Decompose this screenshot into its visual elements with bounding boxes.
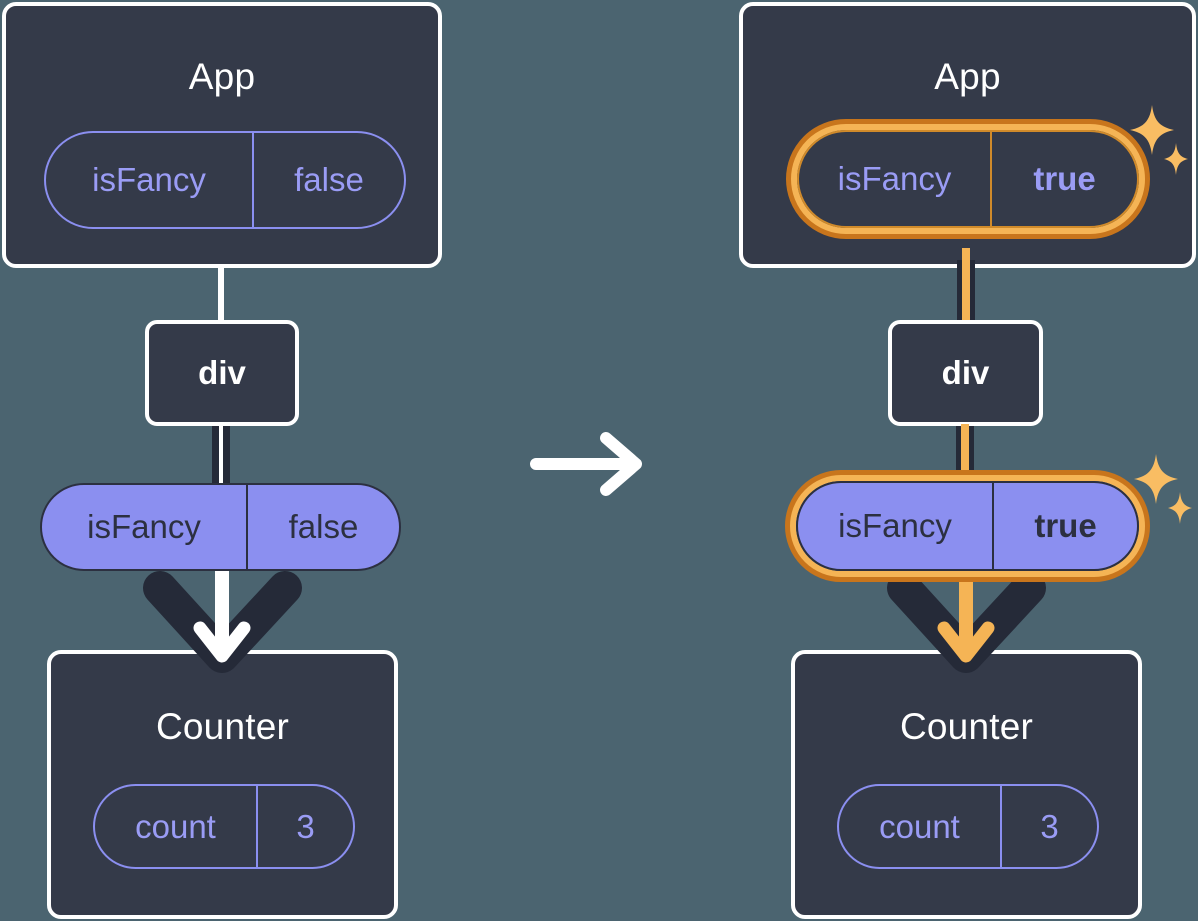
prop-key-left: isFancy: [42, 485, 248, 569]
app-component-box-left: App isFancy false: [2, 2, 442, 268]
app-title-right: App: [934, 56, 1001, 97]
connector-app-to-div-left: [218, 264, 224, 324]
counter-key-left: count: [95, 786, 258, 867]
highlight-ring-inner-2: [790, 475, 1145, 577]
counter-component-box-left: Counter count 3: [47, 650, 398, 919]
connector-app-to-div-highlight-right: [962, 248, 970, 326]
state-key-left: isFancy: [46, 133, 254, 227]
counter-title-right: Counter: [899, 706, 1034, 747]
highlight-ring-inner: [791, 124, 1145, 234]
counter-value-left: 3: [296, 807, 315, 845]
app-state-pill-left: isFancy false: [44, 131, 406, 229]
counter-title-left: Counter: [155, 706, 290, 747]
prop-pill-right: isFancy true: [796, 481, 1139, 571]
app-state-pill-right: isFancy true: [797, 130, 1139, 228]
div-element-box-right: div: [888, 320, 1043, 426]
state-key-right: isFancy: [799, 132, 992, 226]
div-label-right: div: [941, 354, 990, 391]
connector-div-to-prop-highlight-right: [961, 424, 969, 486]
arrow-right-icon: [530, 432, 642, 496]
prop-pill-left: isFancy false: [40, 483, 401, 571]
prop-pill-highlight-right: isFancy true: [785, 470, 1150, 582]
counter-state-pill-left: count 3: [93, 784, 355, 869]
prop-key-right: isFancy: [798, 483, 994, 569]
connector-div-to-prop-highlight-left: [219, 424, 223, 486]
state-value-left: false: [294, 161, 364, 198]
div-element-box-left: div: [145, 320, 299, 426]
sparkle-icon: [1130, 105, 1188, 175]
prop-value-right: true: [1034, 507, 1097, 544]
render-arrow-left: [143, 568, 302, 673]
counter-state-pill-right: count 3: [837, 784, 1099, 869]
app-title-left: App: [188, 56, 256, 97]
div-label-left: div: [198, 354, 246, 391]
prop-value-left: false: [288, 508, 359, 545]
sparkle-icon: [1134, 454, 1192, 524]
counter-key-right: count: [839, 786, 1002, 867]
render-arrow-right: [887, 568, 1046, 673]
app-state-pill-highlight-right: isFancy true: [786, 119, 1150, 239]
state-value-right: true: [1033, 160, 1096, 197]
counter-value-right: 3: [1040, 807, 1059, 845]
counter-component-box-right: Counter count 3: [791, 650, 1142, 919]
